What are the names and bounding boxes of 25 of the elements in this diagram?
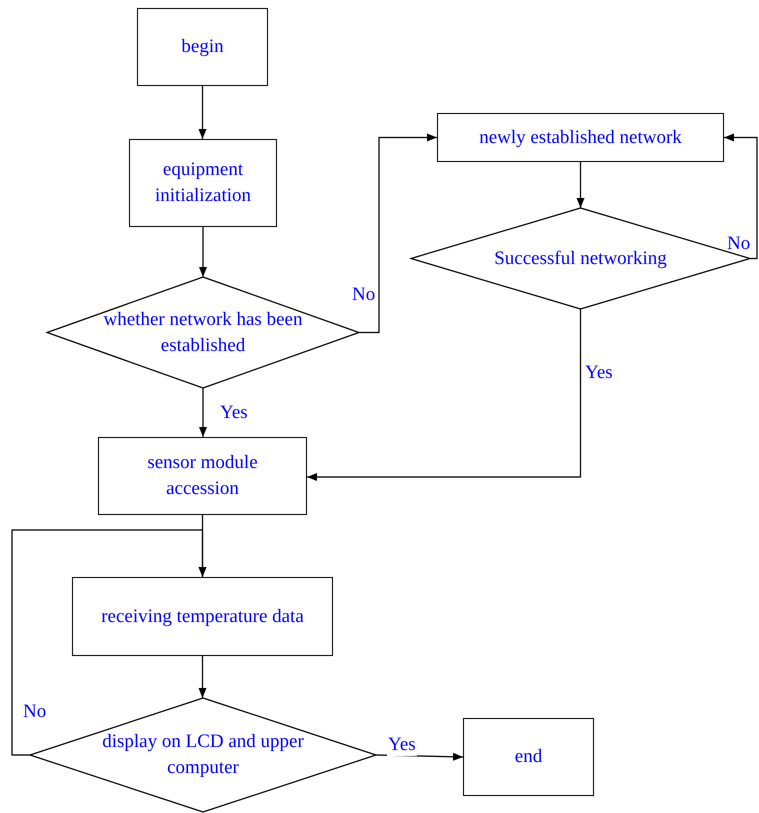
node-text: display on LCD and upper computer [101, 730, 305, 780]
process-box [98, 437, 307, 515]
arrow [11, 529, 206, 756]
decision-diamond [411, 208, 750, 309]
arrow [199, 227, 207, 277]
node-text: equipment initialization [154, 158, 252, 208]
node-text: whether network has been established [102, 308, 304, 358]
arrow [724, 134, 758, 260]
arrow [576, 162, 584, 208]
arrow [198, 656, 206, 698]
node-text: receiving temperature data [101, 604, 304, 628]
arrow [199, 388, 207, 437]
process-box [72, 577, 333, 656]
node-text: begin [181, 35, 224, 59]
arrow [359, 134, 437, 334]
process-box [137, 8, 268, 86]
process-box [129, 139, 277, 227]
node-text: newly established network [479, 126, 682, 150]
process-box [437, 113, 724, 162]
process-box [463, 718, 594, 796]
node-text: end [514, 745, 542, 769]
node-text: sensor module accession [146, 451, 259, 501]
arrow [307, 309, 582, 481]
node-text: Successful networking [494, 246, 667, 270]
arrow [198, 86, 206, 139]
